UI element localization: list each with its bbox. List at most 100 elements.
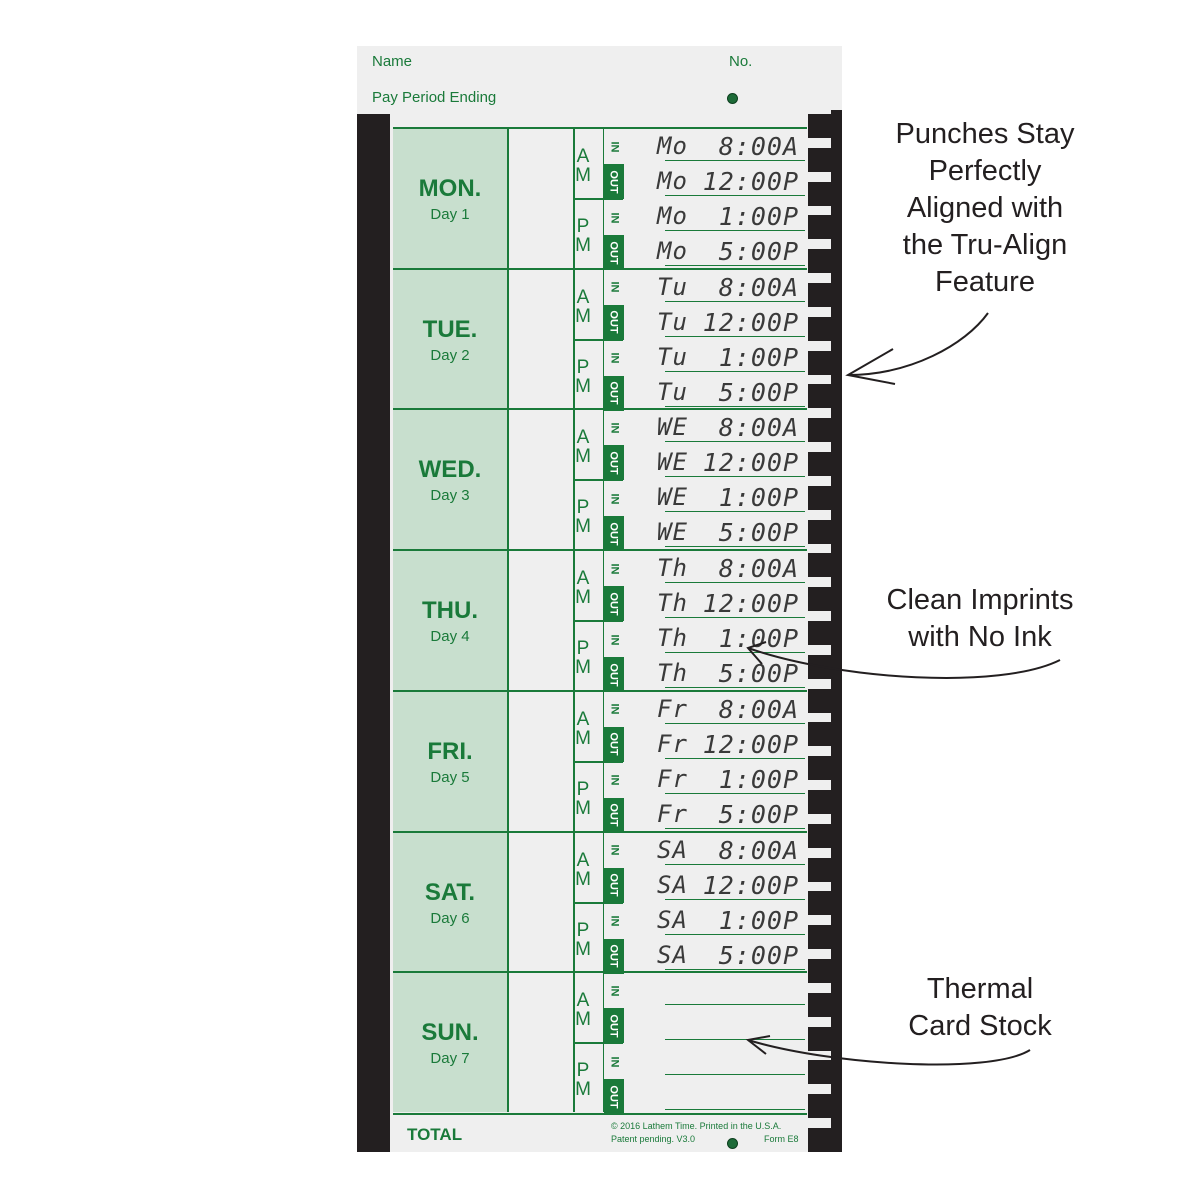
hours-cell bbox=[509, 129, 575, 268]
punch-time: 5:00P bbox=[718, 518, 799, 548]
edge-tooth bbox=[808, 181, 842, 206]
punch-line: Mo 1:00P bbox=[653, 201, 805, 231]
out-marker: OUT bbox=[604, 726, 624, 762]
day-number: Day 7 bbox=[430, 1050, 470, 1068]
out-label: OUT bbox=[608, 381, 621, 405]
punch-day-code: Mo bbox=[657, 132, 688, 160]
am-label: AM bbox=[575, 990, 591, 1031]
edge-tooth bbox=[808, 147, 842, 172]
am-label: AM bbox=[575, 427, 591, 468]
out-label: OUT bbox=[608, 522, 621, 546]
out-marker: OUT bbox=[604, 867, 624, 903]
punch-time: 8:00A bbox=[718, 132, 799, 161]
day-label-cell: SUN.Day 7 bbox=[393, 973, 509, 1113]
punch-day-code: Mo bbox=[657, 202, 688, 230]
out-label: OUT bbox=[608, 169, 621, 194]
half-separator bbox=[575, 901, 623, 904]
in-marker: IN bbox=[604, 1044, 624, 1079]
day-label-cell: MON.Day 1 bbox=[393, 129, 509, 268]
in-label: IN bbox=[608, 703, 620, 715]
out-marker: OUT bbox=[604, 445, 624, 481]
out-label: OUT bbox=[608, 944, 621, 968]
punch-time: 8:00A bbox=[718, 554, 799, 584]
punch-day-code: Th bbox=[657, 659, 688, 688]
edge-tooth bbox=[808, 823, 842, 848]
punch-time: 8:00A bbox=[718, 694, 799, 724]
in-label: IN bbox=[608, 634, 620, 646]
day-name: FRI. bbox=[427, 737, 473, 765]
punch-day-code: Th bbox=[657, 554, 688, 583]
punch-time: 12:00P bbox=[702, 729, 799, 759]
in-marker: IN bbox=[604, 692, 624, 727]
day-number: Day 5 bbox=[430, 768, 470, 786]
edge-tooth bbox=[808, 756, 842, 781]
half-separator bbox=[575, 1042, 623, 1045]
punch-day-code: WE bbox=[657, 448, 688, 477]
edge-tooth bbox=[808, 654, 842, 679]
day-name: WED. bbox=[418, 456, 482, 484]
callout-tru-align: Punches Stay Perfectly Aligned with the … bbox=[895, 118, 1075, 298]
punch-time: 1:00P bbox=[718, 624, 799, 654]
edge-tooth bbox=[808, 418, 842, 443]
punch-day-code: Fr bbox=[657, 799, 688, 828]
punch-day-code: WE bbox=[657, 518, 688, 547]
punch-line bbox=[653, 1080, 805, 1111]
edge-tooth bbox=[808, 925, 842, 950]
footer-patent: Patent pending. V3.0 bbox=[611, 1134, 696, 1144]
punch-day-code: Mo bbox=[657, 237, 688, 265]
out-label: OUT bbox=[608, 1085, 621, 1109]
punch-time: 12:00P bbox=[702, 870, 799, 900]
hours-cell bbox=[509, 973, 575, 1113]
pay-period-label: Pay Period Ending bbox=[372, 89, 497, 106]
punch-time: 8:00A bbox=[718, 835, 799, 865]
callout-thermal-stock: Thermal Card Stock bbox=[908, 973, 1052, 1042]
in-label: IN bbox=[608, 352, 620, 364]
out-label: OUT bbox=[608, 803, 621, 827]
punch-day-code: Tu bbox=[657, 342, 688, 371]
in-marker: IN bbox=[604, 129, 624, 164]
punch-day-code: SA bbox=[657, 835, 688, 864]
in-marker: IN bbox=[604, 763, 624, 798]
half-separator bbox=[575, 620, 623, 623]
edge-tooth bbox=[808, 992, 842, 1017]
day-label-cell: FRI. Day 5 bbox=[393, 691, 509, 831]
arrow-tru-align-head bbox=[845, 348, 896, 385]
am-label: AM bbox=[575, 849, 591, 890]
hours-cell bbox=[509, 691, 575, 831]
in-marker: IN bbox=[604, 341, 624, 376]
punch-time: 5:00P bbox=[718, 799, 799, 829]
punch-time: 12:00P bbox=[702, 307, 799, 337]
am-label: AM bbox=[575, 568, 591, 609]
punch-day-code: Tu bbox=[657, 377, 688, 406]
out-label: OUT bbox=[608, 591, 621, 616]
edge-tooth bbox=[808, 1060, 842, 1085]
punch-line: Th 5:00P bbox=[653, 658, 805, 689]
in-label: IN bbox=[608, 915, 620, 927]
in-marker: IN bbox=[604, 410, 624, 445]
day-number: Day 3 bbox=[430, 487, 470, 505]
pm-label: PM bbox=[575, 1060, 591, 1101]
in-marker: IN bbox=[604, 622, 624, 657]
day-label-cell: THU.Day 4 bbox=[393, 551, 509, 691]
in-marker: IN bbox=[604, 833, 624, 868]
day-name: THU. bbox=[422, 597, 478, 625]
punch-time: 12:00P bbox=[702, 167, 799, 196]
punch-time: 5:00P bbox=[718, 659, 799, 689]
out-marker: OUT bbox=[604, 938, 624, 974]
out-label: OUT bbox=[608, 240, 621, 265]
punch-line: Mo 8:00A bbox=[653, 131, 805, 161]
punch-line bbox=[653, 975, 805, 1006]
day-label-cell: SAT.Day 6 bbox=[393, 832, 509, 972]
pm-label: PM bbox=[575, 356, 591, 397]
out-label: OUT bbox=[608, 310, 621, 334]
punch-time: 1:00P bbox=[718, 202, 799, 231]
edge-tooth bbox=[808, 452, 842, 476]
